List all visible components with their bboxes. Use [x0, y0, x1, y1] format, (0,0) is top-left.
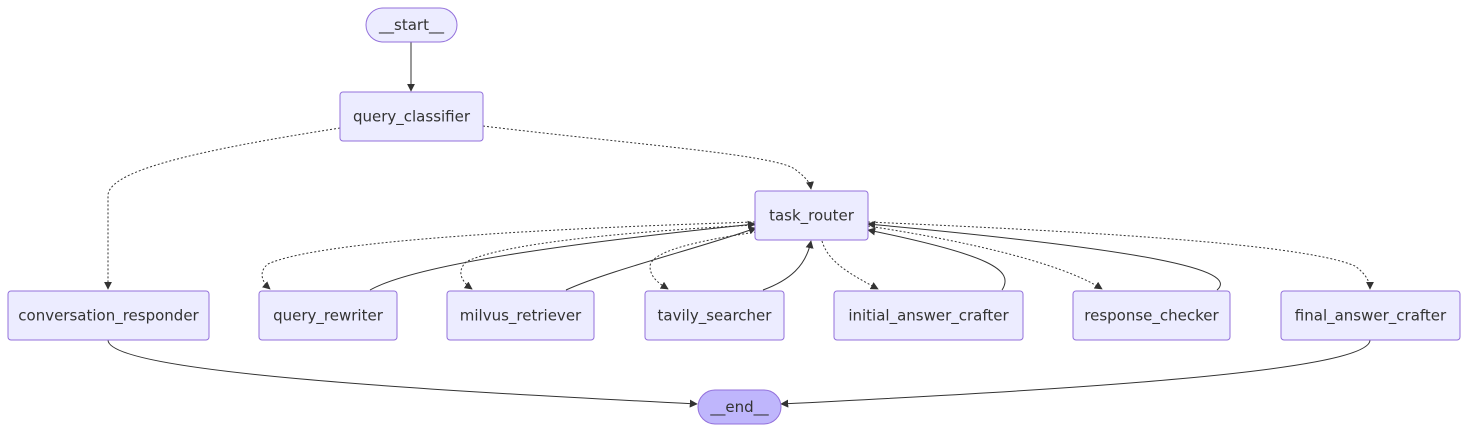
node-tavily-searcher-label: tavily_searcher: [658, 307, 773, 326]
node-response-checker-label: response_checker: [1084, 307, 1219, 326]
node-conversation-responder-label: conversation_responder: [18, 307, 199, 326]
node-end-label: __end__: [709, 398, 769, 417]
edge-milvus-retriever-to-task-router: [565, 226, 757, 291]
node-task-router[interactable]: task_router: [754, 190, 869, 241]
node-query-classifier-label: query_classifier: [353, 108, 471, 127]
edges-layer: [104, 42, 1374, 408]
node-response-checker[interactable]: response_checker: [1072, 290, 1231, 341]
node-initial-answer-crafter[interactable]: initial_answer_crafter: [833, 290, 1024, 341]
node-milvus-retriever[interactable]: milvus_retriever: [446, 290, 595, 341]
node-end[interactable]: __end__: [697, 389, 782, 425]
edge-response-checker-to-task-router: [867, 220, 1221, 291]
node-milvus-retriever-label: milvus_retriever: [460, 307, 582, 326]
edge-final-answer-crafter-to-end: [780, 339, 1371, 408]
edge-initial-answer-crafter-to-task-router: [867, 227, 1006, 291]
edge-conversation-responder-to-end: [107, 339, 698, 408]
node-query-classifier[interactable]: query_classifier: [339, 91, 484, 142]
node-start-label: __start__: [378, 16, 444, 35]
node-query-rewriter[interactable]: query_rewriter: [258, 290, 398, 341]
edge-query-classifier-to-conversation-responder: [104, 127, 341, 290]
edge-query-rewriter-to-task-router: [369, 220, 756, 291]
node-initial-answer-crafter-label: initial_answer_crafter: [848, 307, 1009, 326]
edge-tavily-searcher-to-task-router: [762, 240, 814, 291]
node-task-router-label: task_router: [769, 207, 855, 226]
node-tavily-searcher[interactable]: tavily_searcher: [644, 290, 785, 341]
edge-task-router-to-final-answer-crafter: [867, 221, 1374, 290]
edge-task-router-to-tavily-searcher: [649, 231, 757, 290]
nodes-layer: __start__ query_classifier task_router c…: [7, 7, 1461, 425]
node-start[interactable]: __start__: [365, 7, 458, 43]
node-query-rewriter-label: query_rewriter: [273, 307, 384, 326]
edge-task-router-to-milvus-retriever: [460, 224, 756, 290]
node-conversation-responder[interactable]: conversation_responder: [7, 290, 210, 341]
node-final-answer-crafter[interactable]: final_answer_crafter: [1280, 290, 1461, 341]
edge-task-router-to-initial-answer-crafter: [821, 240, 879, 290]
edge-task-router-to-query-rewriter: [261, 221, 756, 290]
node-final-answer-crafter-label: final_answer_crafter: [1295, 307, 1447, 326]
edge-query-classifier-to-task-router: [482, 125, 814, 190]
